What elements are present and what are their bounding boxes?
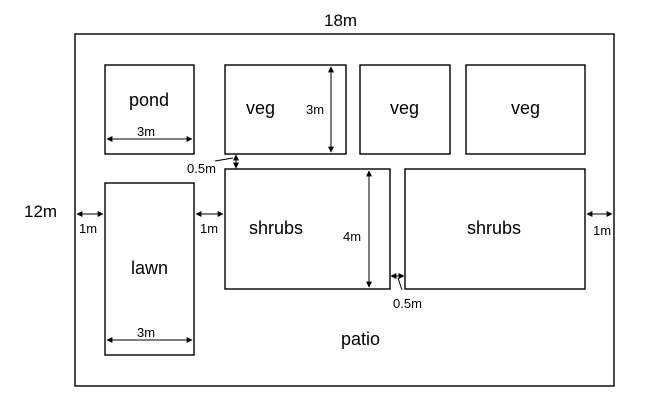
veg-1-height-label: 3m [306, 102, 325, 117]
right-margin-label: 1m [593, 223, 612, 238]
lawn-width-label: 3m [137, 325, 156, 340]
lawn-bed [104, 182, 195, 356]
veg-bed-3 [465, 64, 586, 155]
shrubs-bed-1 [224, 168, 391, 290]
shrubs-gap-leader [397, 277, 403, 291]
shrubs-1-label: shrubs [249, 218, 304, 238]
shrubs-2-label: shrubs [467, 218, 522, 238]
veg-bed-2 [359, 64, 451, 155]
pond-width-label: 3m [137, 124, 156, 139]
pond-bed [104, 64, 195, 155]
pond-label: pond [129, 90, 170, 110]
shrubs-1-height-label: 4m [343, 229, 362, 244]
veg-bed-1 [224, 64, 347, 155]
shrubs-bed-2 [404, 168, 586, 290]
veg-2-label: veg [390, 98, 420, 118]
garden-height-label: 12m [24, 202, 58, 221]
veg-shrubs-gap-label: 0.5m [187, 161, 216, 176]
veg-3-label: veg [511, 98, 541, 118]
patio-label: patio [341, 329, 381, 349]
lawn-shrubs-gap-label: 1m [200, 221, 219, 236]
shrubs-gap-label: 0.5m [393, 296, 422, 311]
veg-shrubs-gap-leader [214, 157, 234, 162]
left-margin-label: 1m [79, 221, 98, 236]
lawn-label: lawn [131, 258, 169, 278]
garden-boundary [74, 33, 615, 387]
garden-width-label: 18m [324, 11, 358, 30]
veg-1-label: veg [246, 98, 276, 118]
